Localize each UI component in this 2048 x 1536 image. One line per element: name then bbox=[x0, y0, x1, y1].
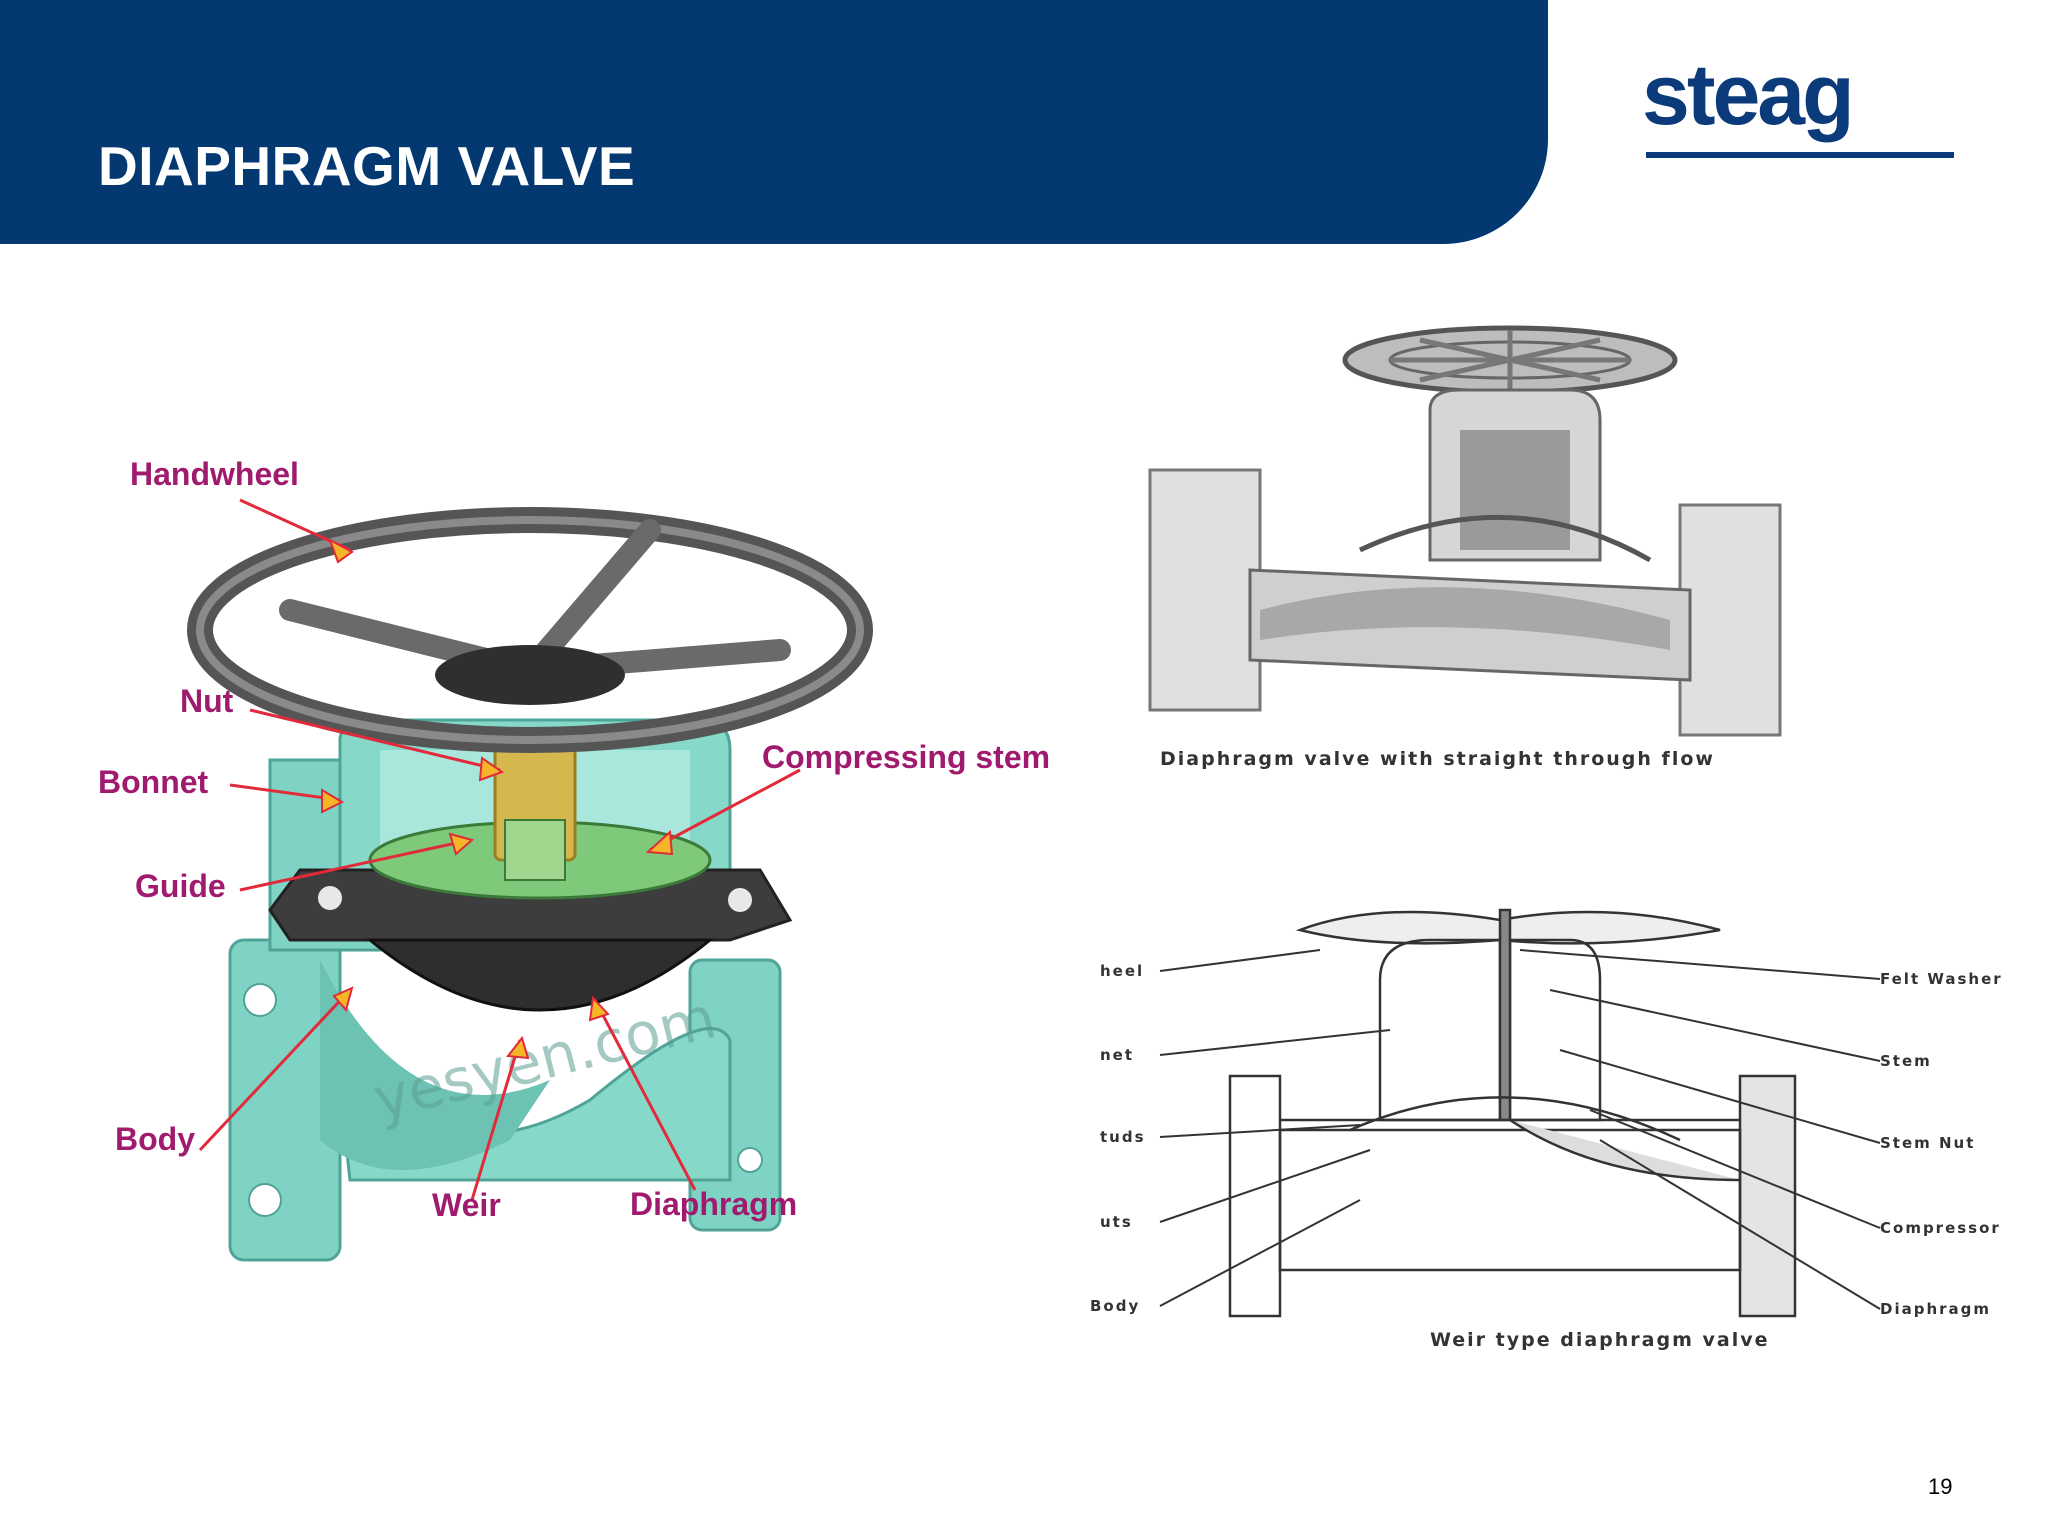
weir-valve-lines bbox=[1228, 908, 1797, 1318]
label-nut: Nut bbox=[180, 683, 234, 719]
weir-leader-lines bbox=[1159, 949, 1881, 1310]
weir-label-right-4: Compressor bbox=[1880, 1219, 2001, 1237]
label-diaphragm: Diaphragm bbox=[630, 1186, 797, 1222]
label-bonnet: Bonnet bbox=[98, 764, 209, 800]
label-body: Body bbox=[115, 1121, 195, 1157]
weir-label-left-2: net bbox=[1100, 1046, 1134, 1064]
logo-text: steag bbox=[1642, 64, 1852, 143]
diaphragm-valve-cutaway-illustration: yesyen.com Handwheel Nut Bonnet Guide Co… bbox=[98, 456, 1050, 1262]
straight-through-valve-photo: Diaphragm valve with straight through fl… bbox=[1148, 325, 1782, 770]
arrow-heads bbox=[321, 537, 674, 1060]
weir-label-right-1: Felt Washer bbox=[1880, 970, 2003, 988]
weir-label-right-3: Stem Nut bbox=[1880, 1134, 1975, 1152]
header-banner: DIAPHRAGM VALVE bbox=[0, 0, 1548, 244]
page-number: 19 bbox=[1928, 1474, 1953, 1499]
leader-lines bbox=[198, 498, 801, 1201]
label-compressing-stem: Compressing stem bbox=[762, 739, 1050, 775]
weir-label-right-2: Stem bbox=[1880, 1052, 1932, 1070]
handwheel-part bbox=[187, 507, 873, 753]
weir-label-left-5: Body bbox=[1090, 1297, 1140, 1315]
slide-title: DIAPHRAGM VALVE bbox=[98, 135, 636, 197]
weir-label-left-4: uts bbox=[1100, 1213, 1133, 1231]
weir-label-right-5: Diaphragm bbox=[1880, 1300, 1991, 1318]
caption-straight-through: Diaphragm valve with straight through fl… bbox=[1160, 748, 1715, 770]
diaphragm-part bbox=[365, 938, 715, 1012]
stem-thread bbox=[504, 819, 566, 881]
weir-label-left-1: heel bbox=[1100, 962, 1144, 980]
label-guide: Guide bbox=[135, 868, 226, 904]
label-handwheel: Handwheel bbox=[130, 456, 299, 492]
steag-logo: steag bbox=[1642, 64, 1954, 158]
weir-label-left-3: tuds bbox=[1100, 1128, 1146, 1146]
straight-through-valve-drawing bbox=[1148, 325, 1782, 737]
caption-weir-type: Weir type diaphragm valve bbox=[1430, 1329, 1770, 1351]
logo-underline bbox=[1646, 152, 1954, 158]
weir-type-valve-drawing: heel net tuds uts Body Felt Washer Stem … bbox=[1090, 908, 2003, 1351]
label-weir: Weir bbox=[432, 1187, 501, 1223]
